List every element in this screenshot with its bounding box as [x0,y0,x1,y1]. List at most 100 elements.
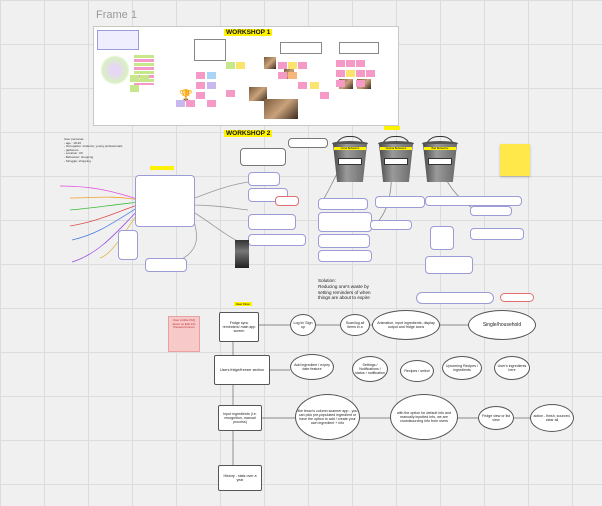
bucket-branch-note[interactable] [430,226,454,250]
mindmap-title-highlight [150,166,174,170]
mindmap-branch-note[interactable] [248,214,296,230]
sticky-note[interactable] [207,100,216,107]
right-sticky-note[interactable] [500,144,530,176]
workshop2-note-box[interactable] [288,138,328,148]
bucket-neutral-behaviour[interactable]: Neutral Behaviour [376,136,416,182]
workshop2-note-box[interactable] [240,148,286,166]
animation-node[interactable]: Animation, input ingredients, display ou… [372,310,440,340]
bucket-label: Neutral Behaviour [380,147,412,150]
sticky-note[interactable] [288,72,297,79]
mindmap-note[interactable] [145,258,187,272]
sticky-note[interactable] [186,100,195,107]
trophy-icon: 🏆 [179,90,193,102]
fridge-section-node[interactable]: Users fridge/freezer section [214,355,270,385]
board-note-box-2 [280,42,322,54]
bucket-branch-note[interactable] [425,256,473,274]
mindmap-branch-note[interactable] [248,172,280,186]
single-household-node[interactable]: Single/household [468,310,536,340]
persona-line: - gatherers [64,147,79,152]
upcoming-node[interactable]: Upcoming Recipes / ingredients [442,356,482,380]
bucket-branch-note[interactable] [370,220,412,230]
sticky-note[interactable] [336,80,345,87]
workshop1-label: WORKSHOP 1 [224,29,273,36]
sticky-note[interactable] [207,72,216,79]
recipes-node[interactable]: Recipes / select [400,360,434,382]
bucket-branch-pill[interactable] [416,292,494,304]
buckets-title-highlight [384,126,400,130]
persona-line: User personas [64,137,84,141]
bucket-branch-note[interactable] [318,234,370,248]
bucket-rim [378,141,414,146]
mindmap-branch-note[interactable] [275,196,299,206]
sticky-note[interactable] [130,85,139,92]
bucket-branch-note[interactable] [375,196,425,208]
solution-text[interactable]: Solution: Reducing one's waste by settin… [318,278,388,301]
sticky-note[interactable] [336,60,345,67]
action-node[interactable]: action - finish, sourced, clear all [530,404,574,432]
user-profile-note[interactable]: User profile FAQ about us Edit info Pass… [168,316,200,352]
sticky-note[interactable] [176,100,185,107]
fridge-view-node[interactable]: Fridge view or list view [478,406,514,430]
sticky-note[interactable] [310,82,319,89]
sticky-note[interactable] [356,80,365,87]
sticky-note[interactable] [346,70,355,77]
bucket-rim [332,141,368,146]
sticky-note[interactable] [336,70,345,77]
photo [264,99,298,119]
bucket-branch-note[interactable] [318,250,372,262]
bucket-branch-note[interactable] [318,212,372,232]
bucket-tag [428,158,452,165]
sticky-note[interactable] [356,70,365,77]
bucket-branch-note[interactable] [425,196,522,206]
default-info-node[interactable]: with the option for default info and man… [390,394,458,440]
sticky-note[interactable] [298,62,307,69]
tesco-column-node[interactable]: like tesco's column scanner app - you ca… [295,394,360,440]
sticky-note[interactable] [366,70,375,77]
sticky-note[interactable] [226,62,235,69]
sticky-note[interactable] [278,72,287,79]
user-personas-text[interactable]: User personas - age : 18-30 - Occupation… [64,137,134,163]
login-node[interactable]: Log in/ Sign up [290,314,316,336]
mindmap-note[interactable] [118,230,138,260]
solution-line: things are about to expire [318,295,370,301]
sticky-note[interactable] [226,90,235,97]
bucket-branch-note[interactable] [318,198,368,210]
persona-line: - Occupation: students, young profession… [64,144,123,149]
persona-line: - Struggle: shopping [64,158,91,163]
sticky-note[interactable] [196,92,205,99]
history-node[interactable]: History - stats over a year [218,465,262,491]
input-ingredients-node[interactable]: Input ingredients (i.e. recognition, man… [218,405,262,431]
fridge-sync-node[interactable]: Fridge sync reminders/ main app screen [219,312,259,342]
user-ingredients-node[interactable]: User's ingredients here [494,356,530,380]
settings-node[interactable]: Settings / Notifications / status / noti… [352,356,388,382]
mindmap-branch-note[interactable] [248,234,306,246]
bucket-branch-pill[interactable] [500,293,534,302]
sticky-note[interactable] [320,92,329,99]
bucket-tag [384,158,408,165]
bucket-branch-note[interactable] [470,206,512,216]
sticky-note[interactable] [207,82,216,89]
sticky-note[interactable] [356,60,365,67]
sticky-note[interactable] [236,62,245,69]
bucket-branch-note[interactable] [470,228,524,240]
sticky-note[interactable] [140,75,149,82]
sticky-note[interactable] [346,60,355,67]
bucket-bad-behaviour[interactable]: Bad Behaviour [420,136,460,182]
dot-cluster [100,55,130,85]
board-note-box-3 [339,42,379,54]
mindmap-central-box[interactable] [135,175,195,227]
bucket-tag [338,158,362,165]
bucket-good-behaviour[interactable]: Good Behaviour [330,136,370,182]
board-note-box [194,39,226,61]
sticky-note[interactable] [278,62,287,69]
add-ingredient-node[interactable]: Add ingredient / expiry date feature [290,354,334,380]
scan-node[interactable]: Scan/log all items in a [340,314,370,336]
workshop2-label: WORKSHOP 2 [224,130,273,137]
sticky-note[interactable] [196,82,205,89]
sticky-note[interactable] [130,75,139,82]
frame-title[interactable]: Frame 1 [96,9,137,21]
sticky-note[interactable] [288,62,297,69]
sticky-note[interactable] [298,82,307,89]
user-flow-label: User Flow [234,302,252,306]
sticky-note[interactable] [196,72,205,79]
